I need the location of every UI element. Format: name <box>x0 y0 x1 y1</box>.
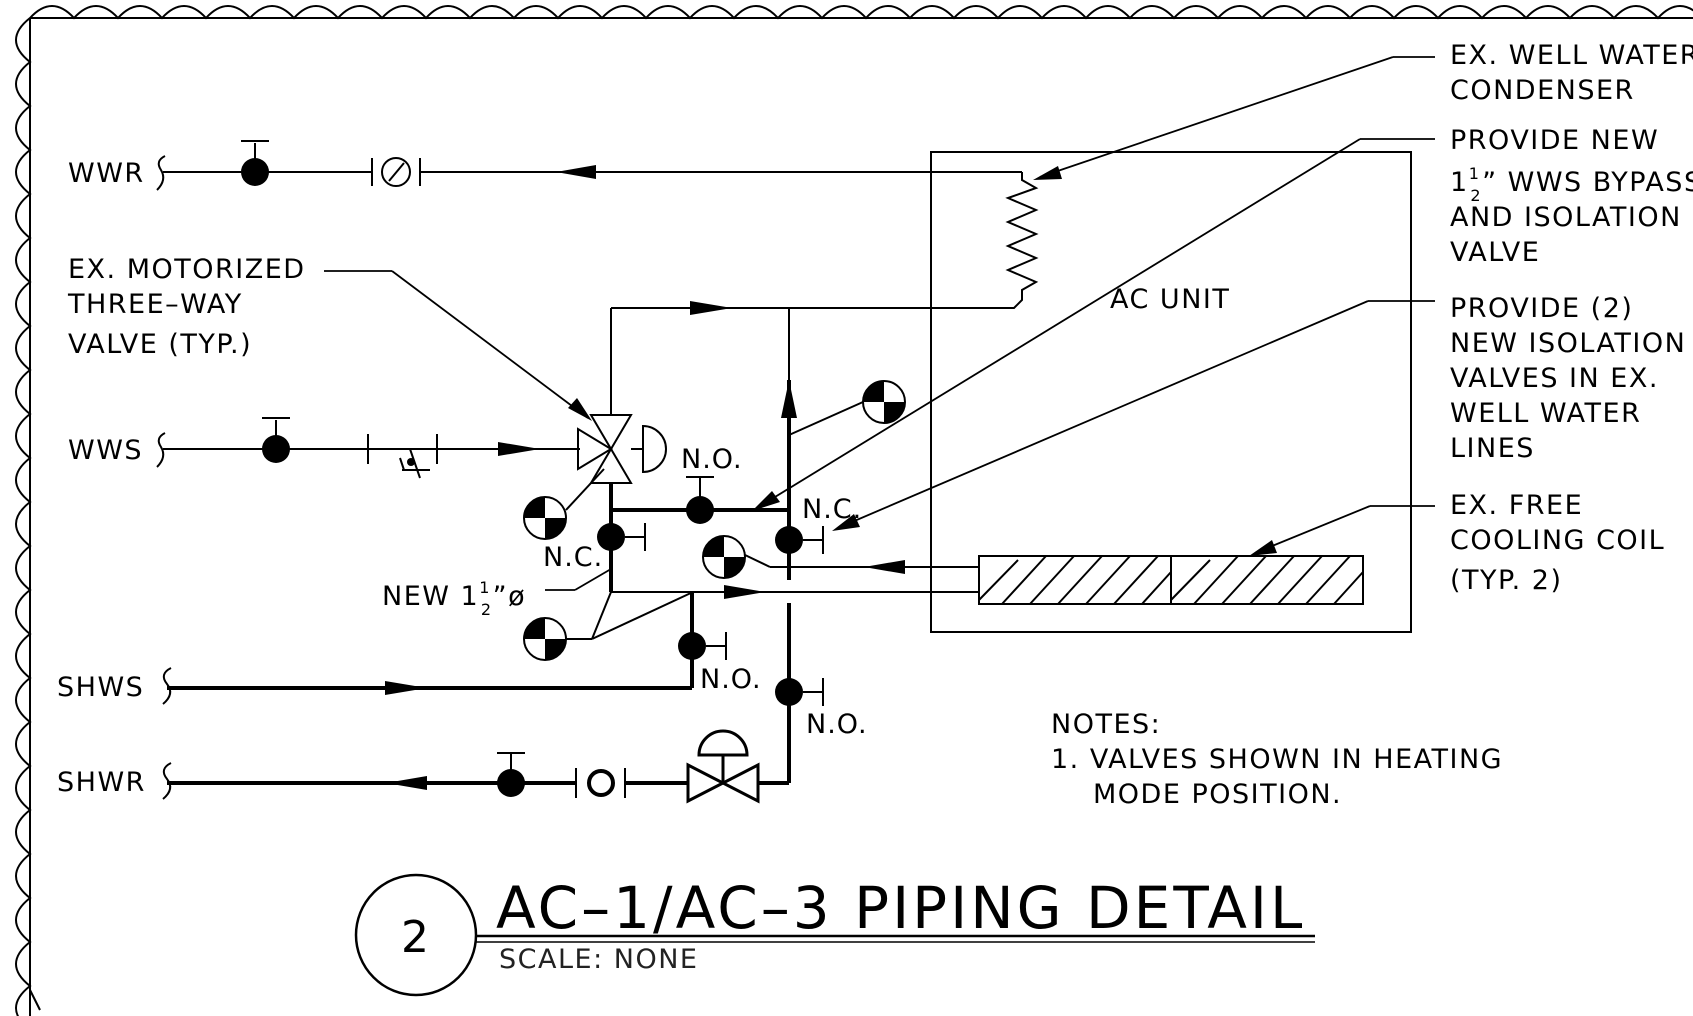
revision-cloud-top <box>29 5 1693 20</box>
wws-line: WWS <box>68 414 667 592</box>
isolation-line-2: NEW ISOLATION <box>1450 328 1686 359</box>
detail-number: 2 <box>401 912 429 963</box>
sheet-border <box>15 5 1693 1016</box>
no-mid-label: N.O. <box>700 664 762 695</box>
ac-unit-label: AC UNIT <box>1110 284 1230 315</box>
condenser-supply <box>610 301 797 580</box>
no-top-label: N.O. <box>681 444 743 475</box>
revision-cloud-left <box>15 17 32 1016</box>
no-low-label: N.O. <box>806 709 868 740</box>
bypass-pre: 1 <box>1450 167 1469 198</box>
notes-item-1: 1. VALVES SHOWN IN HEATING <box>1051 744 1503 775</box>
cooling-coil-line-2: COOLING COIL <box>1450 525 1665 556</box>
motorized-valve-line-3: VALVE (TYP.) <box>68 329 252 360</box>
svg-text:112” WWS BYPASS: 112” WWS BYPASS <box>1450 164 1693 205</box>
shwr-line: SHWR N.O. <box>57 603 868 804</box>
new-pipe-num: 1 <box>479 578 491 597</box>
bypass-line-4: VALVE <box>1450 237 1540 268</box>
new-pipe-suffix: ”ø <box>493 581 527 612</box>
sensor-left-upper <box>523 468 605 540</box>
detail-title: AC–1/AC–3 PIPING DETAIL <box>496 874 1305 942</box>
isolation-line-5: LINES <box>1450 433 1535 464</box>
title-block: 2 AC–1/AC–3 PIPING DETAIL SCALE: NONE <box>354 873 1315 997</box>
detail-scale: SCALE: NONE <box>499 944 698 975</box>
nc-left-label: N.C. <box>543 542 603 573</box>
bypass-valves: N.O. N.C. N.C. <box>543 444 979 599</box>
shws-line: SHWS N.O. <box>57 592 762 705</box>
shwr-label: SHWR <box>57 767 146 798</box>
condenser-line-2: CONDENSER <box>1450 75 1635 106</box>
motorized-valve-line-2: THREE–WAY <box>67 289 243 320</box>
wwr-label: WWR <box>68 158 145 189</box>
notes: NOTES: 1. VALVES SHOWN IN HEATING MODE P… <box>1051 709 1503 810</box>
bypass-num: 1 <box>1469 164 1481 183</box>
bypass-den: 2 <box>1470 186 1482 205</box>
callout-cooling-coil: EX. FREE COOLING COIL (TYP. 2) <box>1249 490 1665 596</box>
svg-text:NEW 112”ø: NEW 11 2”ø <box>382 578 526 619</box>
notes-heading: NOTES: <box>1051 709 1161 740</box>
callout-isolation: PROVIDE (2) NEW ISOLATION VALVES IN EX. … <box>832 293 1686 531</box>
notes-item-2: MODE POSITION. <box>1093 779 1342 810</box>
motorized-valve-line-1: EX. MOTORIZED <box>68 254 306 285</box>
cooling-coil-line-1: EX. FREE <box>1450 490 1583 521</box>
bypass-post: ” WWS BYPASS <box>1482 167 1693 198</box>
bypass-line-3: AND ISOLATION <box>1450 202 1682 233</box>
new-pipe-den: 2 <box>481 600 493 619</box>
sensor-top <box>788 380 906 436</box>
wws-label: WWS <box>68 435 143 466</box>
cooling-coil-line-3: (TYP. 2) <box>1450 565 1562 596</box>
ac-unit: AC UNIT <box>611 151 1412 633</box>
sensors <box>523 380 906 661</box>
shws-label: SHWS <box>57 672 144 703</box>
new-pipe-prefix: NEW 1 <box>382 581 479 612</box>
isolation-line-4: WELL WATER <box>1450 398 1641 429</box>
callout-condenser: EX. WELL WATER CONDENSER <box>1033 40 1693 180</box>
new-pipe-note: NEW 11 2”ø <box>382 568 612 619</box>
isolation-line-1: PROVIDE (2) <box>1450 293 1633 324</box>
sensor-left-lower <box>523 591 694 661</box>
bypass-line-1: PROVIDE NEW <box>1450 125 1659 156</box>
isolation-line-3: VALVES IN EX. <box>1450 363 1659 394</box>
condenser-line-1: EX. WELL WATER <box>1450 40 1693 71</box>
sensor-mid <box>702 535 789 579</box>
wwr-line: WWR <box>68 140 1022 191</box>
motorized-valve-note: EX. MOTORIZED THREE–WAY VALVE (TYP.) <box>67 254 592 421</box>
